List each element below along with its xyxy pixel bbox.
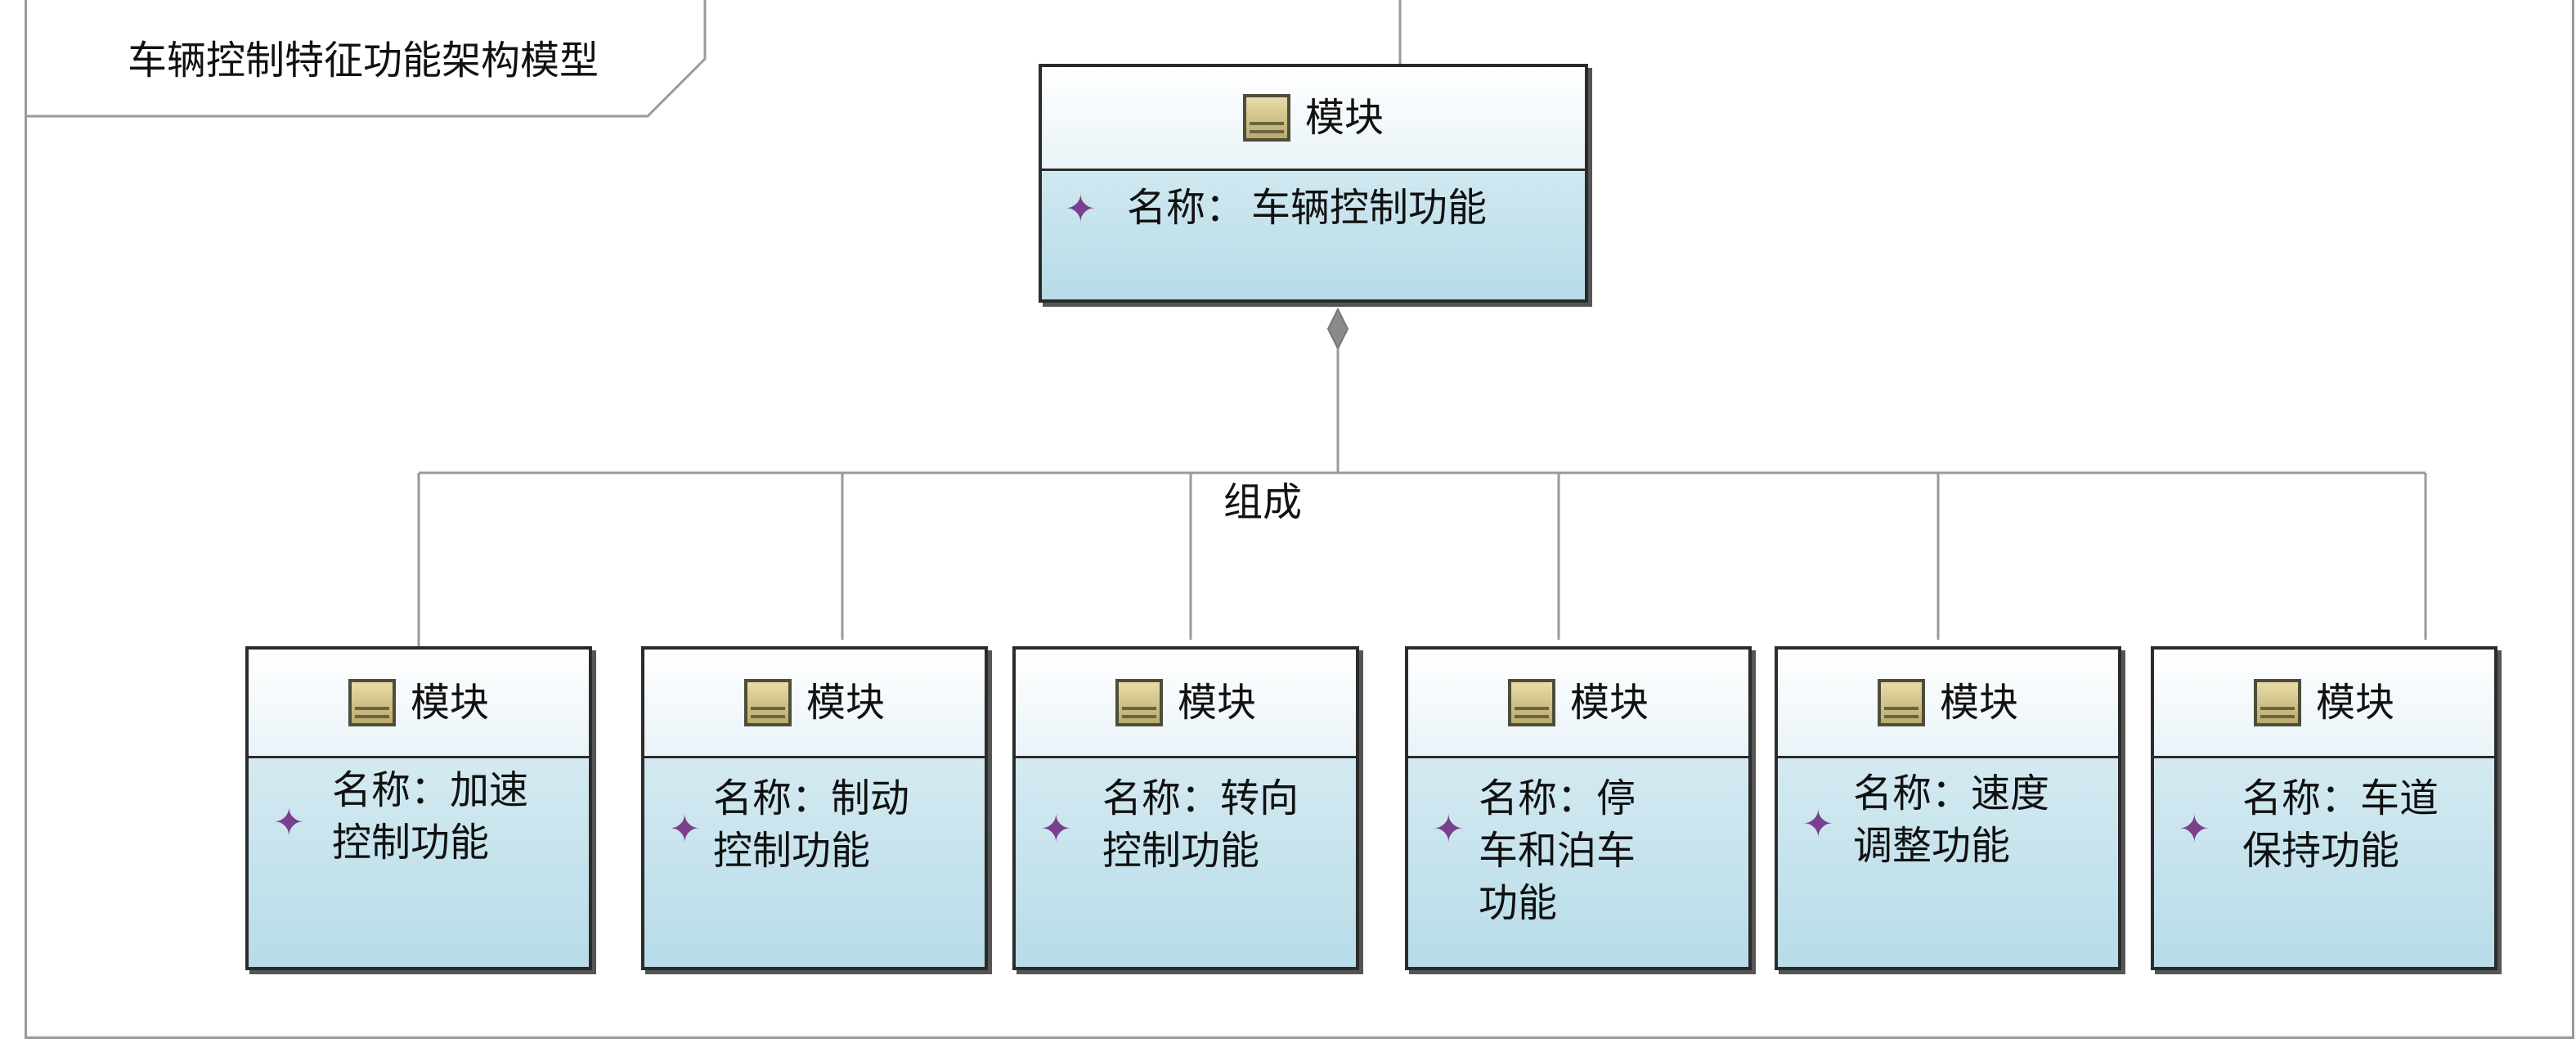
block-icon [743, 679, 792, 726]
child-block-steering[interactable]: 模块 ✦ 名称：转向 控制功能 [1012, 646, 1359, 970]
child-block-braking[interactable]: 模块 ✦ 名称：制动 控制功能 [641, 646, 988, 970]
child-block-text: 名称：转向 控制功能 [1102, 776, 1299, 874]
root-block-name-label: 名称： [1127, 185, 1245, 231]
composition-label: 组成 [1223, 479, 1303, 525]
child-block-stereotype: 模块 [2315, 680, 2394, 726]
root-block-stereotype: 模块 [1304, 95, 1384, 141]
child-block-header: 模块 [644, 650, 985, 758]
frame-title: 车辆控制特征功能架构模型 [128, 38, 599, 83]
child-block-header: 模块 [1016, 650, 1356, 758]
block-icon [1115, 679, 1163, 726]
diagram-frame [25, 0, 2574, 1039]
child-block-header: 模块 [1778, 650, 2118, 758]
child-block-text: 名称：车道 保持功能 [2242, 776, 2439, 874]
child-block-header: 模块 [1408, 650, 1748, 758]
purple-diamond-star-icon: ✦ [1433, 807, 1465, 851]
block-icon [1242, 94, 1290, 142]
child-block-acceleration[interactable]: 模块 ✦ 名称：加速 控制功能 [245, 646, 592, 970]
block-icon [1507, 679, 1555, 726]
root-block-header: 模块 [1042, 67, 1585, 171]
child-block-stereotype: 模块 [1177, 680, 1256, 726]
block-icon [2253, 679, 2301, 726]
child-block-text: 名称：加速 控制功能 [332, 767, 529, 865]
child-block-lane-keeping[interactable]: 模块 ✦ 名称：车道 保持功能 [2151, 646, 2497, 970]
child-block-parking[interactable]: 模块 ✦ 名称：停 车和泊车 功能 [1405, 646, 1752, 970]
child-block-header: 模块 [249, 650, 589, 758]
frame-title-tab [25, 0, 707, 118]
purple-diamond-star-icon: ✦ [1040, 807, 1072, 851]
purple-diamond-star-icon: ✦ [669, 807, 701, 851]
root-block[interactable]: 模块 ✦ 名称： 车辆控制功能 [1039, 64, 1588, 303]
child-block-stereotype: 模块 [806, 680, 885, 726]
child-block-speed-adjustment[interactable]: 模块 ✦ 名称：速度 调整功能 [1775, 646, 2121, 970]
purple-diamond-star-icon: ✦ [1065, 187, 1097, 231]
purple-diamond-star-icon: ✦ [273, 800, 305, 844]
child-block-stereotype: 模块 [410, 680, 489, 726]
child-block-text: 名称：速度 调整功能 [1853, 771, 2050, 869]
root-block-name: 车辆控制功能 [1251, 185, 1488, 231]
block-icon [348, 679, 396, 726]
child-block-text: 名称：制动 控制功能 [713, 776, 910, 874]
purple-diamond-star-icon: ✦ [1802, 802, 1834, 846]
child-block-stereotype: 模块 [1939, 680, 2018, 726]
child-block-stereotype: 模块 [1569, 680, 1649, 726]
child-block-header: 模块 [2154, 650, 2494, 758]
purple-diamond-star-icon: ✦ [2179, 807, 2210, 851]
block-icon [1877, 679, 1925, 726]
child-block-text: 名称：停 车和泊车 功能 [1479, 776, 1636, 926]
composition-diamond [1326, 307, 1349, 351]
